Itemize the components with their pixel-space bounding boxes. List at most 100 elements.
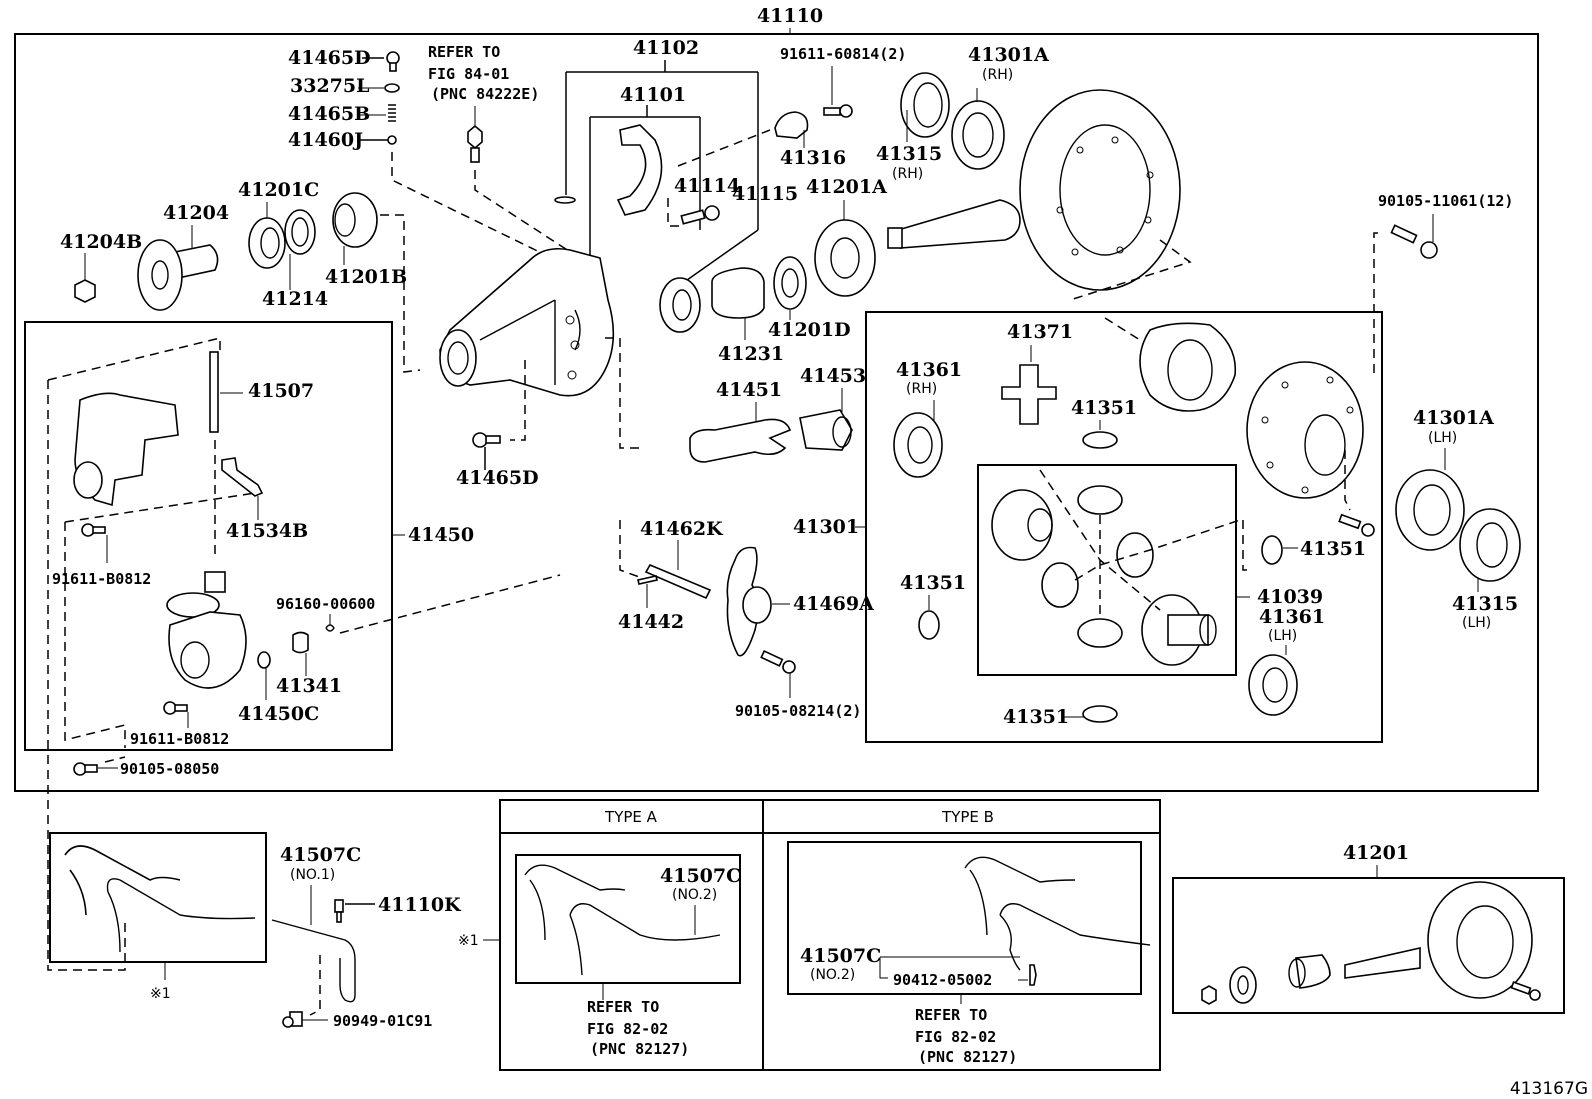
- part-label-90105-08214[interactable]: 90105-08214(2): [735, 702, 861, 720]
- refer-text: (PNC 84222E): [431, 85, 539, 103]
- part-label-41110K[interactable]: 41110K: [378, 894, 462, 916]
- bearing-icon: [814, 219, 876, 297]
- part-label-41204B[interactable]: 41204B: [60, 231, 142, 253]
- part-label-41201C[interactable]: 41201C: [238, 179, 319, 201]
- type-a-part-label[interactable]: 41507C: [660, 865, 741, 887]
- part-label-91611-60814[interactable]: 91611-60814(2): [780, 45, 906, 63]
- side-gear-icon: [991, 489, 1053, 561]
- part-label-41507C-no1[interactable]: 41507C: [280, 844, 361, 866]
- bearing-icon: [951, 100, 1005, 170]
- pinion-gear-icon: [1077, 485, 1123, 515]
- part-label-33275L[interactable]: 33275L: [290, 75, 369, 97]
- assembly-frame: [14, 33, 1539, 792]
- part-label-41201[interactable]: 41201: [1343, 842, 1409, 864]
- part-label-41039[interactable]: 41039: [1257, 586, 1323, 608]
- collapsible-spacer-icon: [711, 267, 765, 319]
- part-label-41214[interactable]: 41214: [262, 288, 328, 310]
- assembly-label[interactable]: 41110: [757, 5, 823, 27]
- breather-hose-icon: [271, 919, 356, 1003]
- breather-plug-icon: [334, 899, 344, 923]
- part-label-41301A-lh[interactable]: 41301A: [1413, 407, 1494, 429]
- part-label-41341[interactable]: 41341: [276, 675, 342, 697]
- refer-text: REFER TO: [915, 1006, 987, 1024]
- part-label-41534B[interactable]: 41534B: [226, 520, 308, 542]
- part-label-41316[interactable]: 41316: [780, 147, 846, 169]
- hose-icon: [524, 864, 626, 941]
- part-label-41351-c[interactable]: 41351: [1003, 706, 1069, 728]
- part-label-41201B[interactable]: 41201B: [325, 266, 407, 288]
- switch-icon: [467, 106, 483, 163]
- o-ring-icon: [257, 651, 271, 669]
- pinion-gear-icon: [1077, 618, 1123, 648]
- bolt-icon: [680, 205, 720, 225]
- differential-case-flange-icon: [1246, 361, 1364, 499]
- shift-fork-icon: [689, 418, 792, 463]
- part-label-41231[interactable]: 41231: [718, 343, 784, 365]
- lever-hub: [742, 586, 772, 624]
- part-label-90105-08050[interactable]: 90105-08050: [120, 760, 219, 778]
- leader: [47, 337, 221, 381]
- part-label-41301[interactable]: 41301: [793, 516, 859, 538]
- part-label-96160-00600[interactable]: 96160-00600: [276, 595, 375, 613]
- leader: [391, 152, 561, 263]
- leader: [1242, 520, 1253, 571]
- plug-icon: [1029, 964, 1037, 986]
- part-label-41102[interactable]: 41102: [633, 37, 699, 59]
- part-label-41351-d[interactable]: 41351: [1300, 538, 1366, 560]
- ring-gear-icon: [1019, 89, 1181, 291]
- part-label-90949-01C91[interactable]: 90949-01C91: [333, 1012, 432, 1030]
- bracket-part-icon: [774, 111, 809, 139]
- pin-icon: [554, 196, 576, 204]
- part-label-91611-B0812-b[interactable]: 91611-B0812: [130, 730, 229, 748]
- type-b-part2-label[interactable]: 90412-05002: [893, 971, 992, 989]
- hose-icon: [569, 903, 721, 976]
- part-label-41469A[interactable]: 41469A: [793, 593, 874, 615]
- part-label-41450[interactable]: 41450: [408, 524, 474, 546]
- nut-icon: [1201, 985, 1217, 1005]
- part-label-41442[interactable]: 41442: [618, 611, 684, 633]
- hose-icon: [64, 845, 181, 916]
- pinion-shaft-icon: [887, 199, 1021, 249]
- leader: [1373, 232, 1378, 379]
- side-note: (LH): [1428, 430, 1457, 446]
- part-label-91611-B0812[interactable]: 91611-B0812: [52, 570, 151, 588]
- part-label-41465D-mid[interactable]: 41465D: [456, 467, 539, 489]
- leader: [667, 198, 680, 227]
- part-label-41301A-rh[interactable]: 41301A: [968, 44, 1049, 66]
- thrust-washer-icon: [918, 610, 940, 640]
- sleeve-icon: [292, 631, 309, 654]
- leader: [474, 170, 576, 256]
- part-label-41460J[interactable]: 41460J: [288, 129, 363, 151]
- part-label-41361-lh[interactable]: 41361: [1259, 606, 1325, 628]
- side-note: (LH): [1462, 615, 1491, 631]
- type-b-part-label[interactable]: 41507C: [800, 945, 881, 967]
- part-label-41507[interactable]: 41507: [248, 380, 314, 402]
- part-label-41315-lh[interactable]: 41315: [1452, 593, 1518, 615]
- part-label-41465D[interactable]: 41465D: [288, 47, 371, 69]
- part-label-41101[interactable]: 41101: [620, 84, 686, 106]
- part-label-41450C[interactable]: 41450C: [238, 703, 319, 725]
- part-label-41114[interactable]: 41114: [674, 175, 740, 197]
- plug-bolt-icon: [386, 51, 400, 72]
- part-label-41451[interactable]: 41451: [716, 379, 782, 401]
- part-label-41315-rh[interactable]: 41315: [876, 143, 942, 165]
- part-label-41201D[interactable]: 41201D: [768, 319, 851, 341]
- part-label-41204[interactable]: 41204: [163, 202, 229, 224]
- part-label-41462K[interactable]: 41462K: [640, 518, 724, 540]
- companion-flange-icon: [137, 239, 219, 311]
- part-label-41371[interactable]: 41371: [1007, 321, 1073, 343]
- part-label-41351-b[interactable]: 41351: [900, 572, 966, 594]
- part-label-41361-rh[interactable]: 41361: [896, 359, 962, 381]
- bracket-line: [589, 105, 701, 330]
- thrust-washer-icon: [893, 412, 943, 478]
- part-label-41453[interactable]: 41453: [800, 365, 866, 387]
- part-label-41115[interactable]: 41115: [732, 183, 798, 205]
- leader: [380, 214, 421, 373]
- part-label-90105-11061[interactable]: 90105-11061(12): [1378, 192, 1513, 210]
- part-label-41201A[interactable]: 41201A: [806, 176, 887, 198]
- leader: [677, 129, 771, 167]
- part-label-41465B[interactable]: 41465B: [288, 103, 370, 125]
- bolt-icon: [81, 523, 106, 537]
- hose-icon: [964, 856, 1076, 936]
- part-label-41351-a[interactable]: 41351: [1071, 397, 1137, 419]
